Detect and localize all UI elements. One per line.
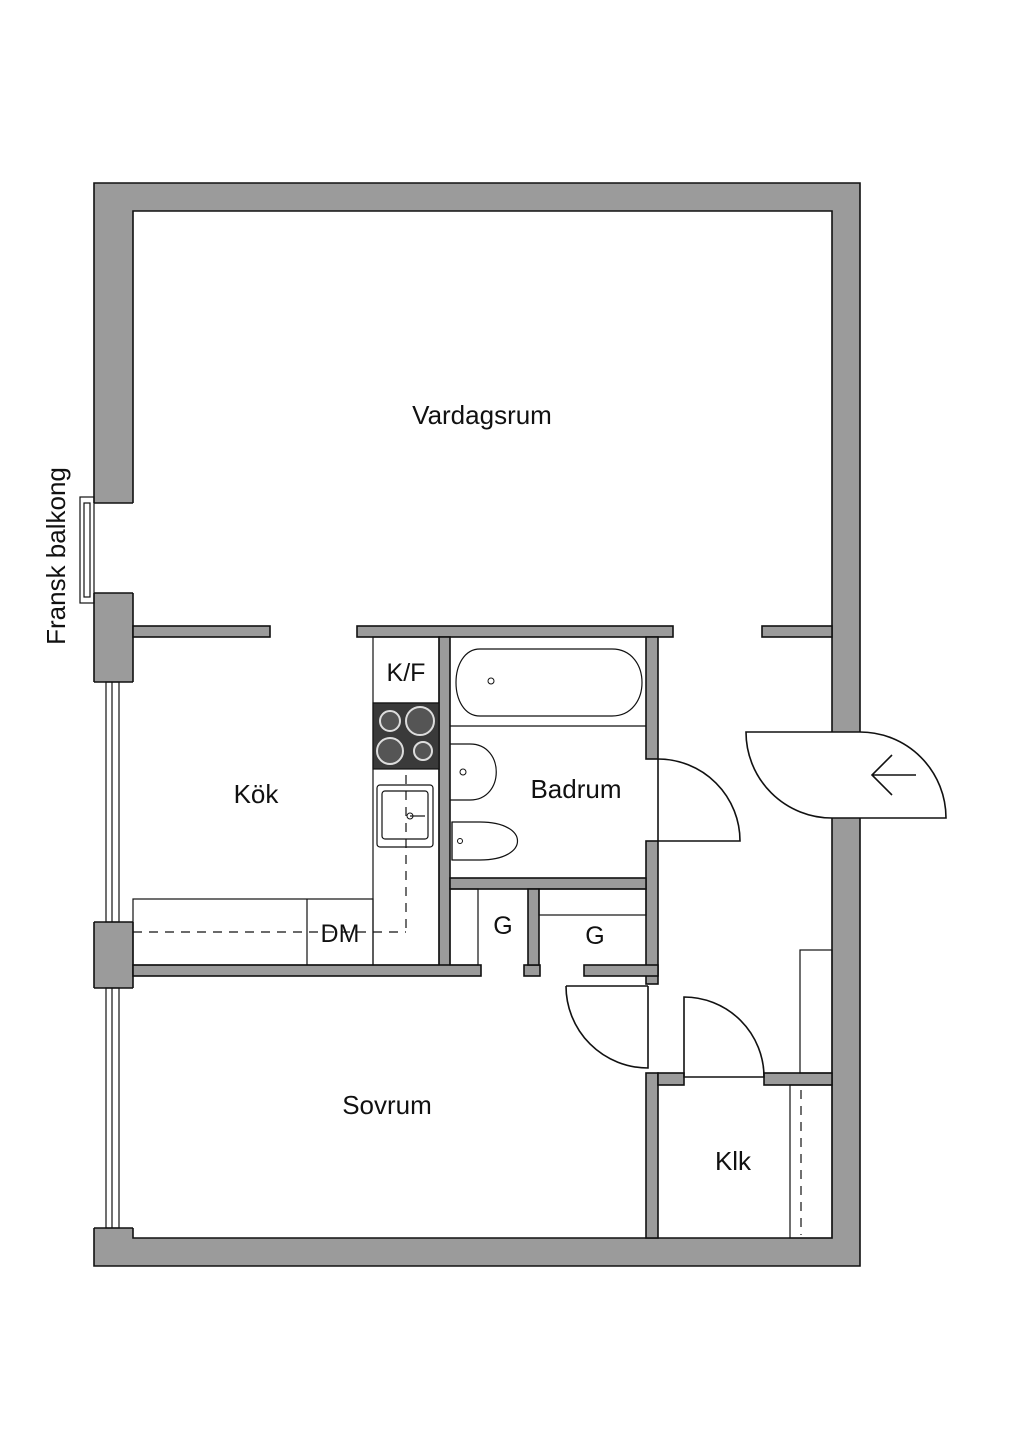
room-label-bedroom: Sovrum — [342, 1090, 432, 1120]
room-label-living: Vardagsrum — [412, 400, 552, 430]
room-label-bathroom: Badrum — [530, 774, 621, 804]
fixture-label-wardrobe-2: G — [585, 922, 604, 950]
labels: Vardagsrum Kök Badrum Sovrum Klk K/F DM … — [41, 400, 752, 1176]
doors — [565, 731, 947, 1078]
room-label-kitchen: Kök — [234, 779, 280, 809]
exterior-walls — [93, 182, 861, 1267]
windows — [79, 496, 120, 1229]
interior-walls — [132, 625, 833, 1239]
bathroom-fixtures — [450, 648, 646, 861]
kitchen-fixtures — [132, 636, 440, 966]
fixture-label-wardrobe-1: G — [493, 912, 512, 940]
room-label-closet: Klk — [715, 1146, 752, 1176]
wall-openings — [93, 502, 861, 1229]
wardrobes — [449, 888, 833, 1239]
fixture-label-fridge: K/F — [387, 659, 426, 687]
fixture-label-dishwasher: DM — [321, 920, 360, 948]
balcony-label: Fransk balkong — [41, 467, 71, 645]
